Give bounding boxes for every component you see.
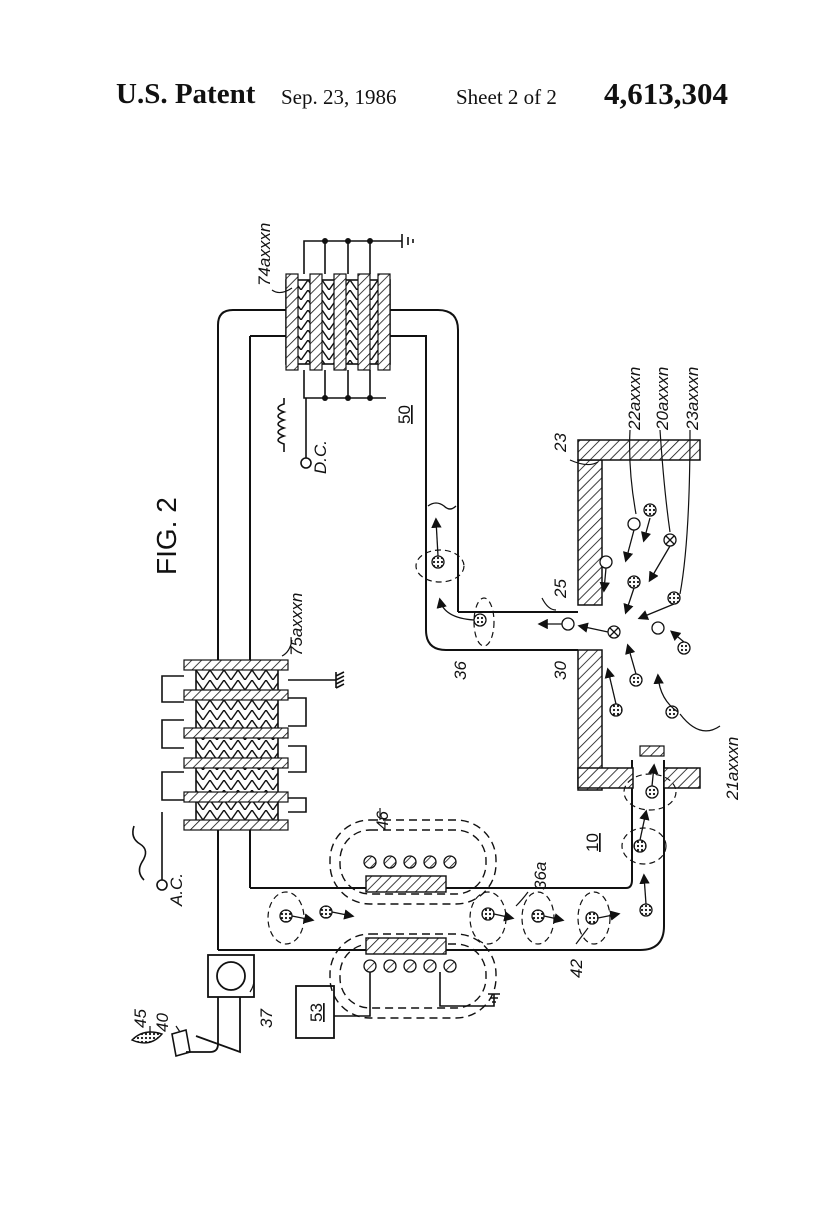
sheet-number: Sheet 2 of 2 [456, 85, 557, 109]
label-22: 22axxxn [625, 367, 644, 431]
flame-45 [130, 1031, 164, 1044]
magnet-coils-46 [329, 819, 500, 1019]
ion-particles [279, 503, 691, 925]
label-46: 46 [373, 811, 392, 830]
label-74: 74axxxn [255, 223, 274, 286]
label-30: 30 [551, 661, 570, 680]
fluid-level [427, 502, 457, 510]
label-75: 75axxxn [287, 593, 306, 656]
label-45: 45 [131, 1009, 150, 1028]
patent-date: Sep. 23, 1986 [281, 85, 397, 109]
component-53 [295, 985, 335, 1039]
label-36a: 36a [531, 862, 550, 890]
label-20: 20axxxn [653, 367, 672, 431]
label-25: 25 [551, 579, 570, 599]
label-dc: D.C. [311, 440, 330, 474]
label-37: 37 [257, 1009, 276, 1028]
label-42: 42 [567, 959, 586, 978]
label-ac: A.C. [167, 873, 186, 907]
patent-number: 4,613,304 [604, 76, 728, 111]
patent-label: U.S. Patent [116, 78, 256, 110]
dashed-particle-bounds [267, 549, 677, 945]
plate-stack-75 [132, 659, 345, 891]
label-53: 53 [307, 1003, 326, 1022]
flow-arrows [291, 517, 685, 924]
patent-header: U.S. Patent Sep. 23, 1986 Sheet 2 of 2 4… [0, 74, 834, 124]
pump-37 [186, 954, 255, 1054]
figure-title: FIG. 2 [151, 497, 182, 575]
label-50: 50 [395, 405, 414, 424]
label-36: 36 [451, 661, 470, 680]
reference-labels: 74axxxn 75axxxn 22axxxn 20axxxn 23axxxn … [131, 223, 742, 1032]
label-23: 23 [551, 433, 570, 453]
label-40: 40 [153, 1013, 172, 1032]
leader-lines [149, 287, 721, 1034]
nozzle-40 [171, 1028, 191, 1058]
label-10: 10 [583, 833, 602, 852]
plate-stack-74 [285, 234, 414, 401]
label-21: 21axxxn [723, 737, 742, 801]
dc-source-symbol [277, 398, 312, 469]
reaction-chamber [577, 439, 701, 791]
label-23a: 23axxxn [683, 367, 702, 431]
